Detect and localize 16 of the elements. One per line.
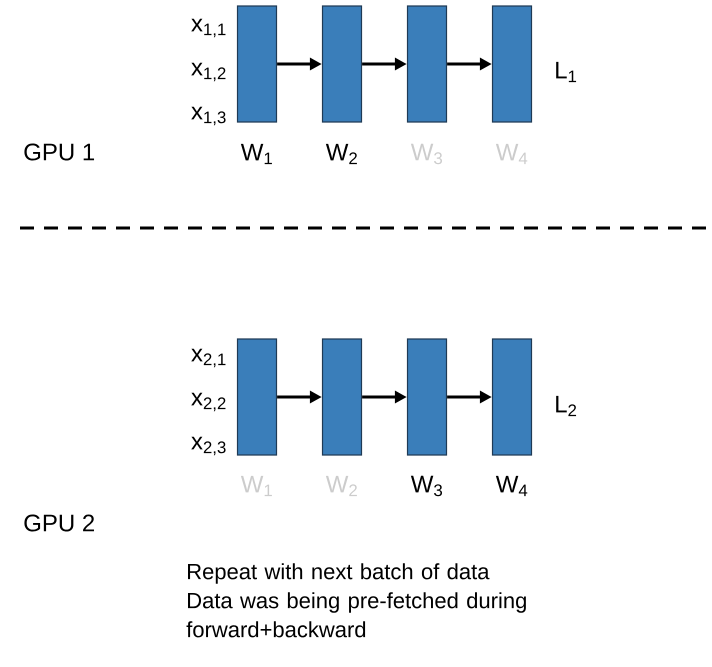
layer-bar (406, 338, 448, 456)
layer-bar (236, 338, 278, 456)
gpu-label: GPU 2 (24, 514, 94, 532)
layer-bar (406, 5, 448, 123)
weight-label: W$_{4}$ (496, 476, 528, 496)
layer-bar (322, 338, 362, 456)
layer-bar (492, 338, 532, 456)
layer-bar (492, 5, 532, 123)
weight-label: W$_{2}$ (326, 144, 357, 164)
gpu-label: GPU 1 (24, 144, 94, 160)
note-text: Data was being pre-fetched during forward+backward (186, 592, 526, 638)
weight-label: W$_{1}$ (240, 144, 272, 164)
layer-bar (322, 5, 362, 123)
layer-bar (236, 5, 278, 123)
note-text: Repeat with next batch of data (188, 563, 490, 584)
weight-label: W$_{3}$ (410, 476, 442, 496)
